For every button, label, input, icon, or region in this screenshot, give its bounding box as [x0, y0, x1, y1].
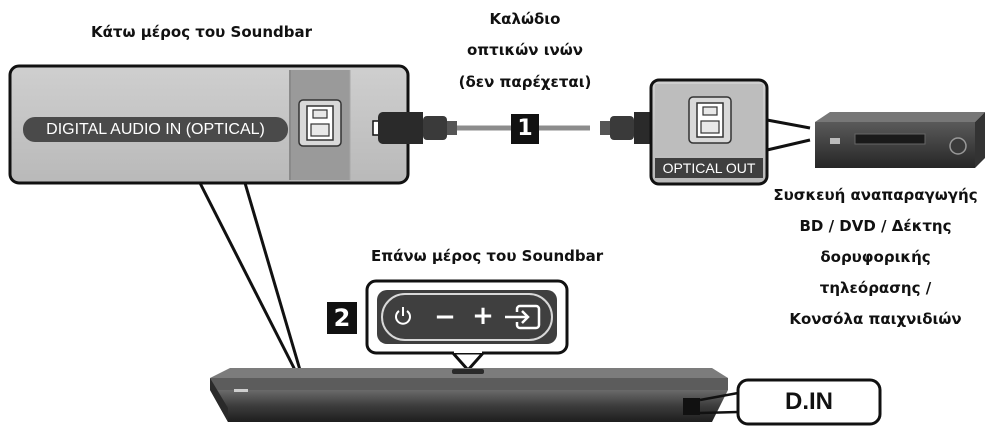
digital-audio-in-label: DIGITAL AUDIO IN (OPTICAL): [46, 121, 265, 138]
optical-out-label: OPTICAL OUT: [655, 158, 763, 178]
step-1-number: 1: [517, 116, 533, 141]
device-label: Συσκευή αναπαραγωγής BD / DVD / Δέκτης δ…: [758, 180, 993, 335]
source-button[interactable]: [503, 302, 541, 332]
step-1-badge: [511, 114, 539, 144]
optical-cable: [372, 112, 690, 144]
cable-label-line3: (δεν παρέχεται): [458, 73, 592, 91]
device-label-line5: Κονσόλα παιχνιδιών: [789, 310, 962, 328]
volume-up-button[interactable]: +: [472, 301, 494, 331]
soundbar-top-label: Επάνω μέρος του Soundbar: [371, 247, 604, 265]
playback-device: [815, 112, 985, 168]
soundbar: [210, 368, 739, 422]
device-label-line2: BD / DVD / Δέκτης: [799, 217, 952, 235]
device-label-line1: Συσκευή αναπαραγωγής: [773, 186, 978, 204]
optical-in-port: [298, 99, 342, 147]
soundbar-bottom-panel: [8, 64, 410, 185]
device-label-line3: δορυφορικής: [820, 248, 931, 266]
display-box: [736, 378, 882, 426]
source-icon: [505, 304, 541, 330]
display-text: D.IN: [785, 388, 833, 415]
bottom-callout-pointer: [198, 182, 302, 371]
power-icon: [395, 307, 411, 325]
soundbar-top-panel: [365, 279, 569, 373]
cable-label-line1: Καλώδιο: [489, 10, 561, 28]
device-label-line4: τηλεόρασης /: [819, 279, 932, 297]
step-2-badge: [327, 302, 357, 334]
power-button[interactable]: [390, 300, 418, 332]
optical-out-port: [688, 96, 732, 144]
step-2-number: 2: [333, 304, 351, 332]
soundbar-bottom-label: Κάτω μέρος του Soundbar: [91, 23, 312, 41]
volume-down-button[interactable]: −: [434, 302, 456, 332]
cable-label-line2: οπτικών ινών: [466, 41, 584, 59]
